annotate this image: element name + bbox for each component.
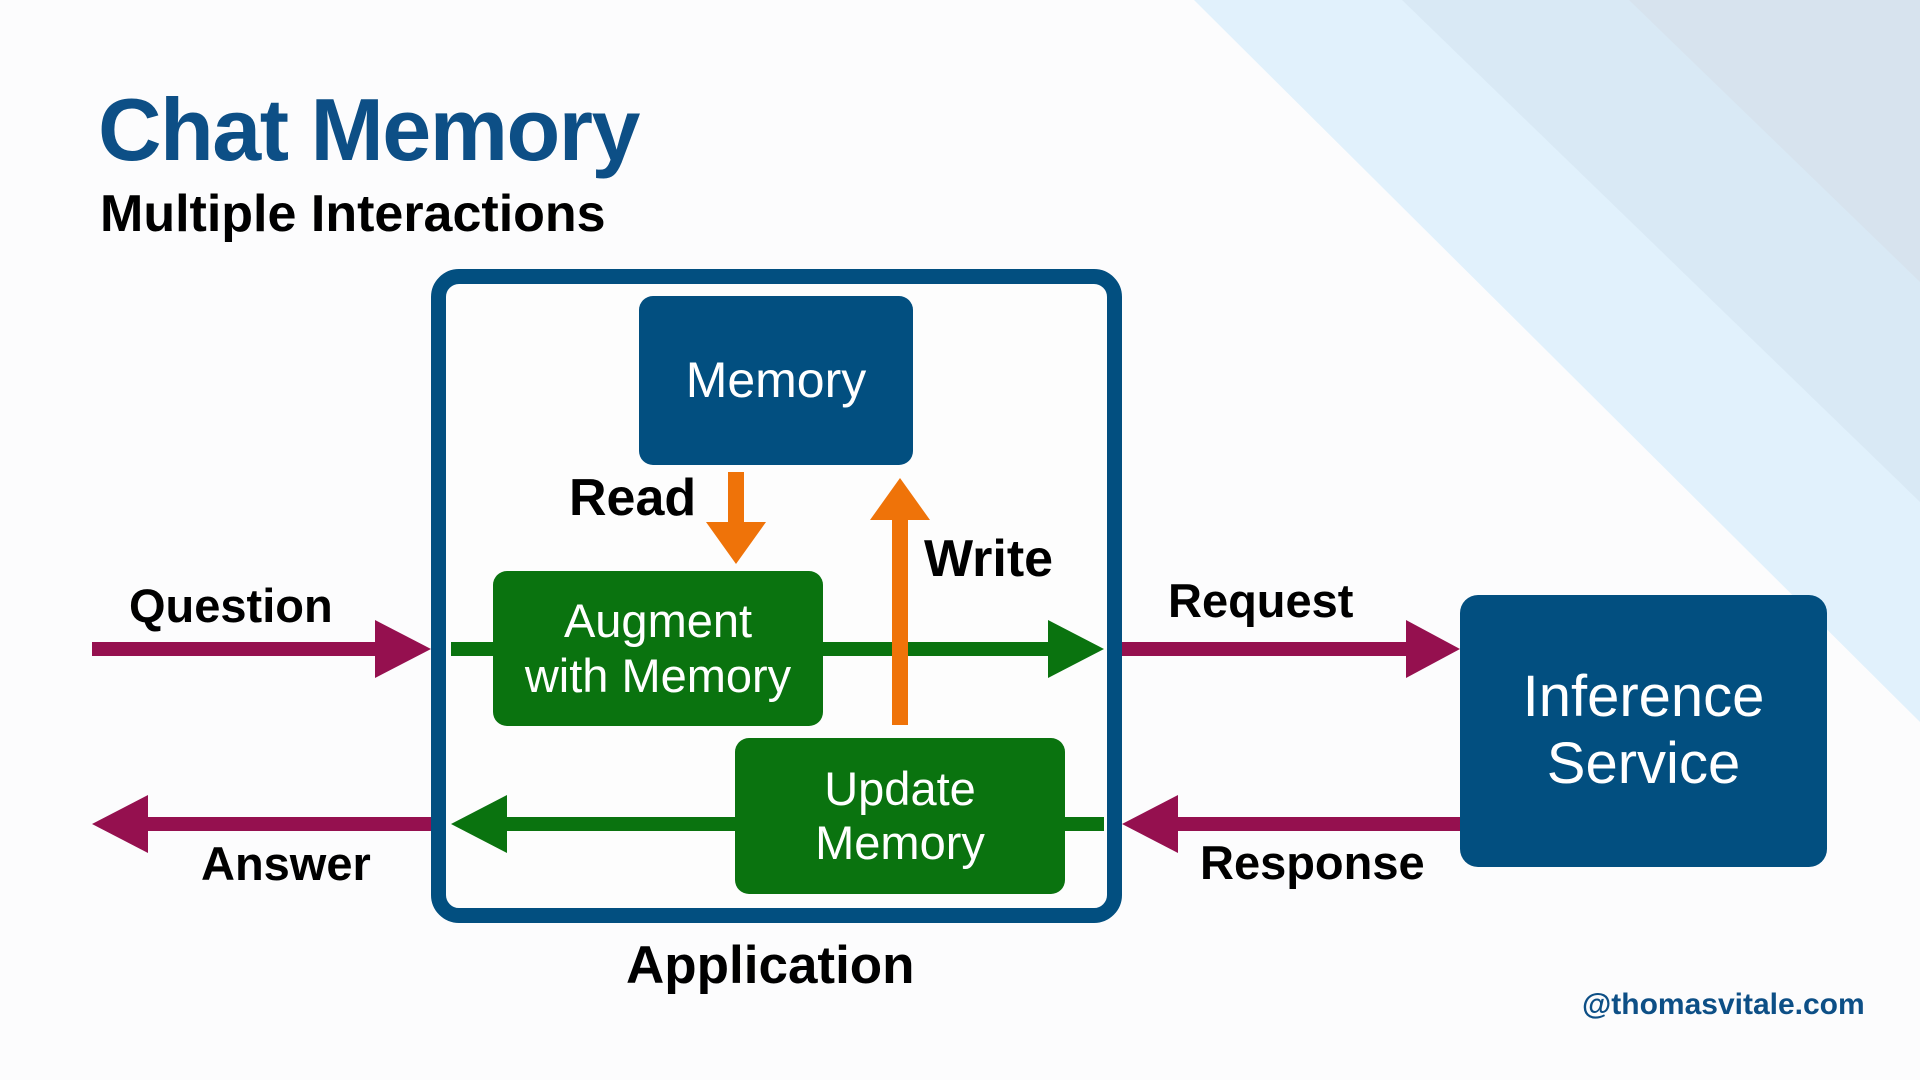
augment-box-line2: with Memory (524, 648, 792, 702)
question-label: Question (129, 579, 333, 632)
update-box-line1: Update (824, 761, 976, 815)
augment-with-memory-box: Augment with Memory (493, 571, 823, 726)
background-band-dark (1629, 0, 1920, 282)
memory-box: Memory (639, 296, 913, 465)
inference-service-box: Inference Service (1460, 595, 1827, 867)
slide-title: Chat Memory (98, 80, 640, 179)
slide-subtitle: Multiple Interactions (100, 185, 606, 243)
update-memory-box: Update Memory (735, 738, 1065, 894)
write-label: Write (924, 530, 1054, 588)
update-box-line2: Memory (815, 816, 985, 869)
answer-label: Answer (201, 837, 371, 890)
inference-box-line2: Service (1546, 731, 1741, 796)
response-label: Response (1200, 836, 1425, 889)
application-label: Application (626, 936, 915, 995)
footer-handle: @thomasvitale.com (1582, 988, 1865, 1021)
request-label: Request (1168, 574, 1354, 627)
memory-box-label: Memory (685, 351, 867, 408)
augment-box-line1: Augment (563, 594, 753, 648)
inference-box-line1: Inference (1522, 664, 1765, 730)
read-label: Read (569, 469, 697, 527)
